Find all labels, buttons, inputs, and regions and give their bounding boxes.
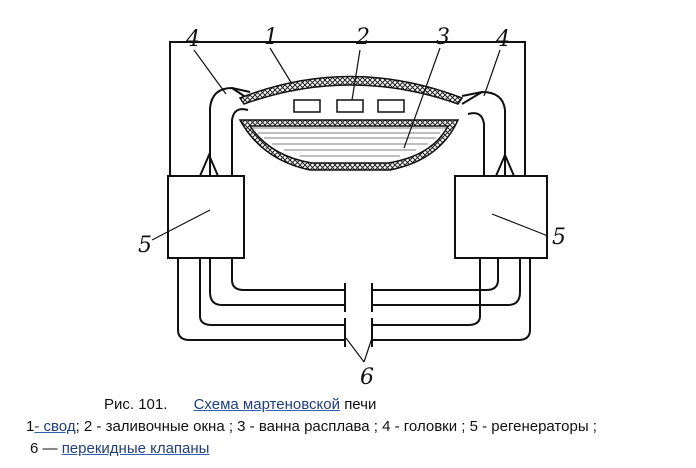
inner-duct-left	[209, 258, 345, 306]
right-head-inner	[467, 112, 485, 178]
legend-roof-link[interactable]: - свод	[34, 418, 76, 435]
outer-duct-top	[169, 41, 526, 180]
right-head-outer	[461, 90, 506, 178]
furnace-hearth	[238, 119, 460, 171]
inner-duct-left-2	[231, 258, 345, 291]
legend-line-2-rest: ; 2 - заливочные окна ; 3 - ванна распла…	[75, 418, 597, 435]
caption-line-3: 6 — перекидные клапаны	[30, 440, 209, 457]
caption-line-2: 1- свод; 2 - заливочные окна ; 3 - ванна…	[26, 418, 597, 435]
inner-duct-right	[372, 258, 499, 291]
outer-duct-right-2	[372, 258, 531, 341]
label-2-charging-doors: 2	[355, 25, 370, 50]
label-4-left-head: 4	[185, 27, 200, 52]
left-regenerator	[167, 175, 245, 259]
charging-door-3	[377, 99, 405, 113]
label-3-bath: 3	[436, 25, 450, 50]
label-4-right-head: 4	[495, 27, 510, 52]
outer-duct-left-2	[199, 258, 345, 326]
label-5-left-regenerator: 5	[138, 233, 152, 258]
label-1-roof: 1	[264, 25, 278, 50]
label-5-right-regenerator: 5	[552, 225, 566, 250]
label-6-flap-valves: 6	[360, 365, 374, 390]
left-head-inner	[231, 108, 249, 178]
legend-1-prefix: 1	[26, 418, 35, 435]
legend-6-prefix: 6 —	[30, 440, 58, 457]
legend-valves-link[interactable]: перекидные клапаны	[61, 440, 210, 457]
left-head-outer	[209, 86, 251, 178]
charging-door-1	[293, 99, 321, 113]
figure-title-link[interactable]: Схема мартеновской	[193, 396, 341, 413]
right-head-link	[461, 91, 483, 105]
figure-number: Рис. 101.	[104, 396, 168, 413]
outer-duct-left	[177, 258, 345, 341]
caption-line-1: Рис. 101. Схема мартеновской печи	[104, 396, 376, 413]
outer-duct-right	[372, 258, 481, 326]
furnace-roof	[238, 75, 464, 105]
charging-door-2	[336, 99, 364, 113]
inner-duct-right-2	[372, 258, 521, 306]
figure-title-rest: печи	[344, 396, 377, 413]
